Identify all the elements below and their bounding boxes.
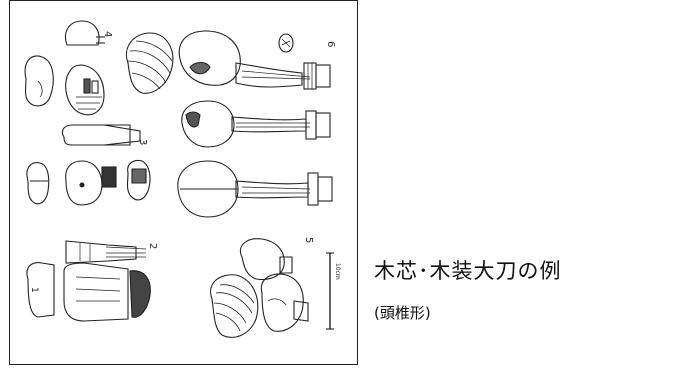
number-label-4: 4 [102,31,113,37]
caption-subtitle: (頭椎形) [374,304,431,322]
number-label-3: 3 [137,139,148,145]
drawing-group-6 [126,30,333,218]
caption-title: 木芯･木装大刀の例 [374,259,562,283]
archaeological-figure: 4 3 [9,0,358,365]
sword-hilt-drawings: 4 3 [24,20,341,338]
drawing-group-3 [26,124,151,206]
scale-label: 10cm [334,263,341,280]
number-label-5: 5 [303,237,314,243]
number-label-1: 1 [29,287,39,293]
drawing-group-2 [26,240,151,322]
number-label-6: 6 [325,41,336,47]
drawing-group-4 [24,20,105,116]
number-label-2: 2 [147,243,158,249]
drawing-group-5 [210,238,334,338]
